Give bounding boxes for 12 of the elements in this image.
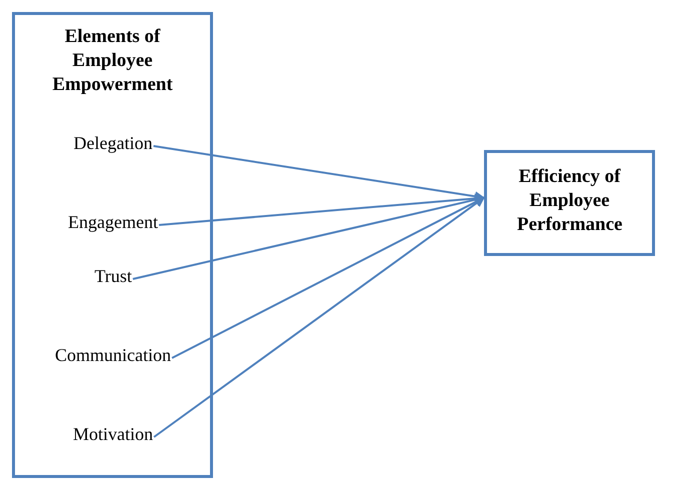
item-label: Trust (94, 265, 132, 287)
item-label: Communication (55, 344, 171, 366)
box-heading: Elements of Employee Empowerment (51, 25, 174, 97)
arrow (153, 196, 485, 438)
box (12, 12, 213, 478)
arrow (132, 194, 485, 280)
item-label: Engagement (68, 211, 158, 233)
item-label: Motivation (73, 423, 153, 445)
arrow (158, 193, 485, 226)
box (484, 150, 655, 256)
box-heading: Efficiency of Employee Performance (516, 165, 624, 237)
item-label: Delegation (74, 132, 152, 154)
